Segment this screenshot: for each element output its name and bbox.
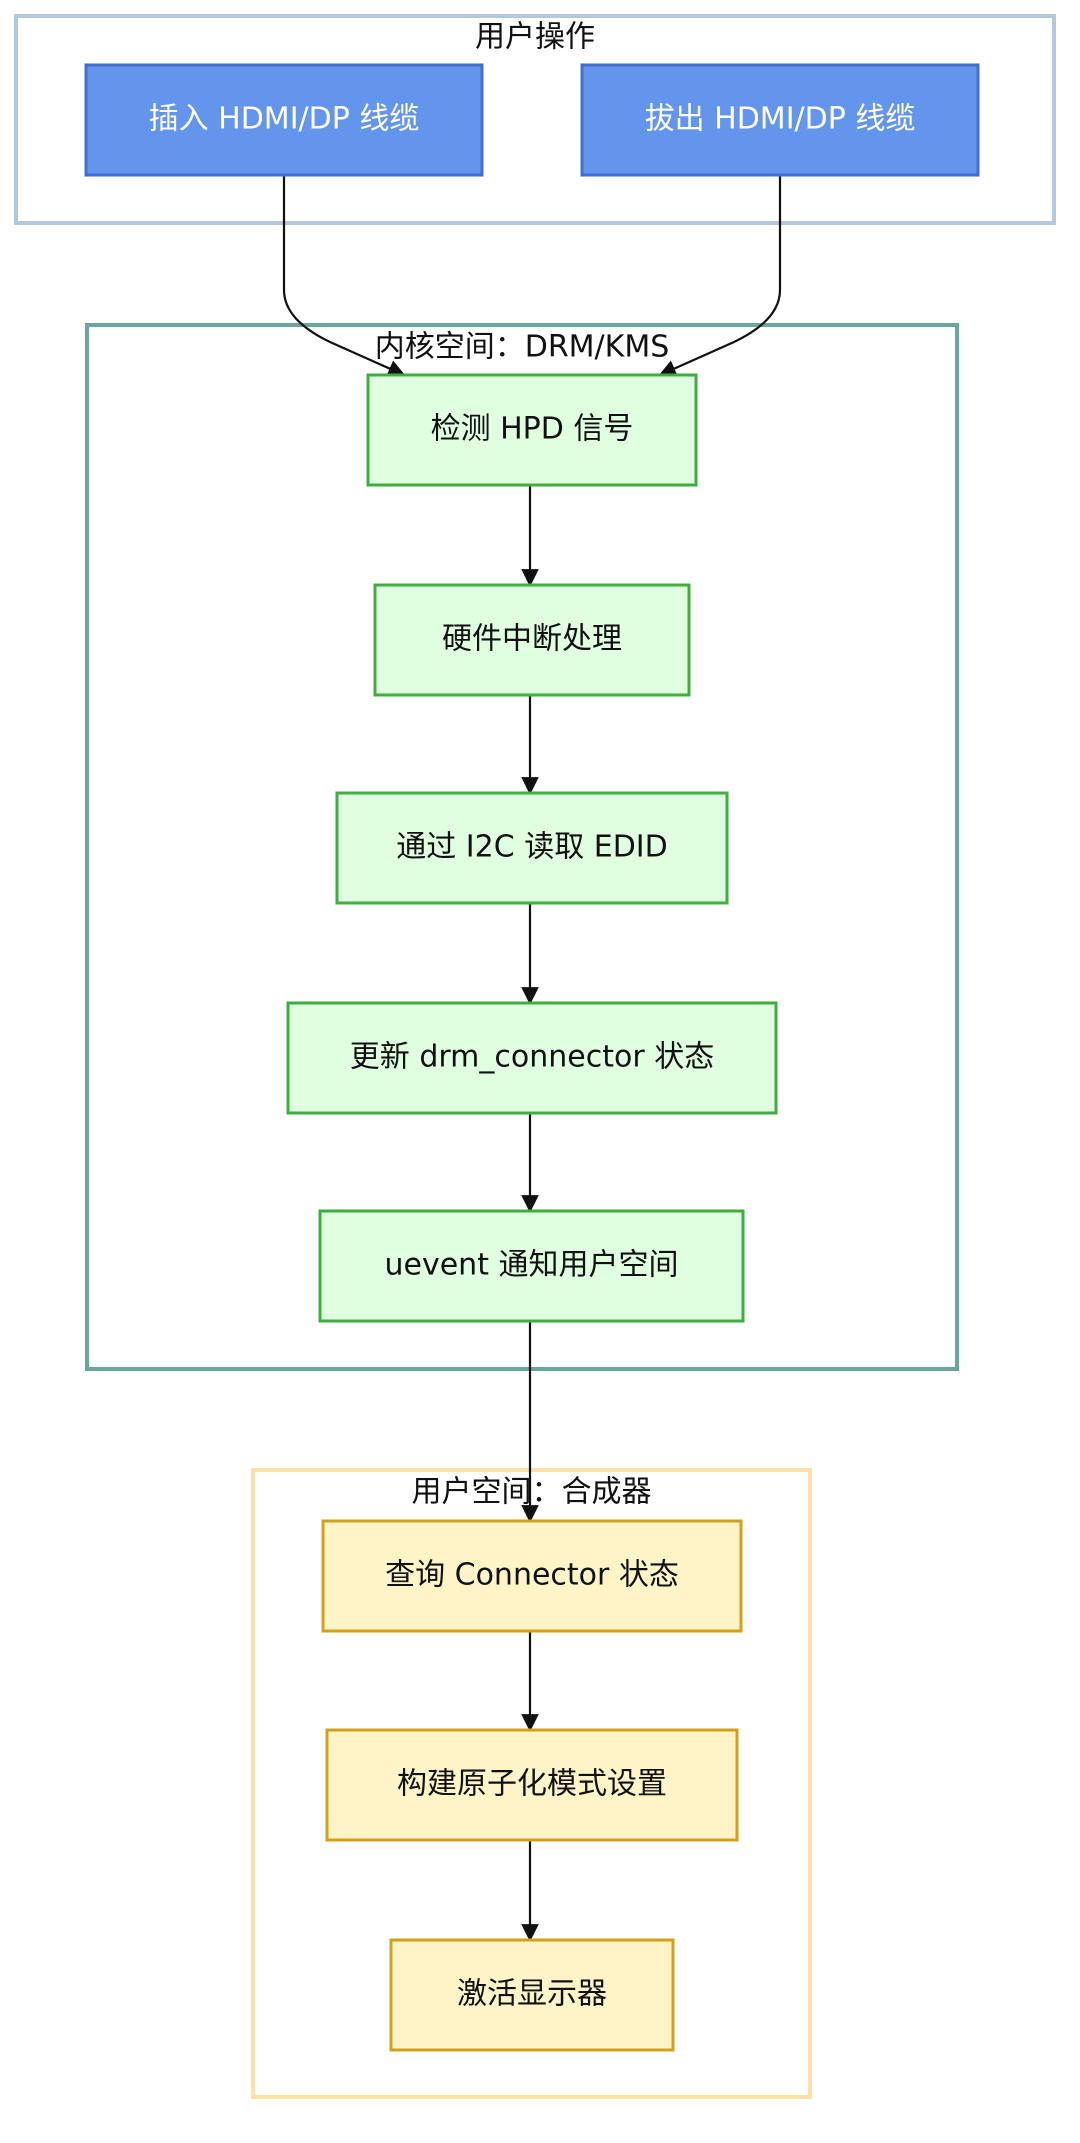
- node-box-uevent: [318, 1209, 745, 1323]
- cluster-label-kernel: 内核空间：DRM/KMS: [375, 330, 670, 365]
- node-label-hw-irq: 硬件中断处理: [442, 622, 622, 657]
- node-update-connector: 更新 drm_connector 状态: [286, 1001, 778, 1115]
- node-query-connector: 查询 Connector 状态: [321, 1519, 743, 1633]
- node-box-query-connector: [321, 1519, 743, 1633]
- cluster-user-op: [14, 14, 1056, 225]
- cluster-compositor: [251, 1468, 812, 2099]
- node-box-hw-irq: [373, 583, 691, 697]
- node-label-uevent: uevent 通知用户空间: [385, 1248, 679, 1283]
- node-uevent: uevent 通知用户空间: [318, 1209, 745, 1323]
- node-detect-hpd: 检测 HPD 信号: [366, 373, 698, 487]
- node-label-plug-in: 插入 HDMI/DP 线缆: [149, 102, 420, 137]
- node-plug-out: 拔出 HDMI/DP 线缆: [580, 63, 980, 177]
- node-box-plug-out: [580, 63, 980, 177]
- node-label-activate-display: 激活显示器: [457, 1977, 607, 2012]
- node-box-read-edid: [335, 791, 729, 905]
- node-read-edid: 通过 I2C 读取 EDID: [335, 791, 729, 905]
- node-label-plug-out: 拔出 HDMI/DP 线缆: [645, 102, 916, 137]
- node-box-update-connector: [286, 1001, 778, 1115]
- node-label-query-connector: 查询 Connector 状态: [385, 1558, 679, 1593]
- node-box-detect-hpd: [366, 373, 698, 487]
- node-hw-irq: 硬件中断处理: [373, 583, 691, 697]
- node-label-update-connector: 更新 drm_connector 状态: [350, 1040, 714, 1075]
- cluster-label-compositor: 用户空间：合成器: [412, 1475, 652, 1510]
- cluster-kernel: [85, 323, 959, 1371]
- node-label-detect-hpd: 检测 HPD 信号: [431, 412, 634, 447]
- node-box-activate-display: [389, 1938, 675, 2052]
- edge-plug-in-to-detect-hpd: [282, 175, 406, 377]
- edge-plug-out-to-detect-hpd: [658, 175, 782, 377]
- node-box-atomic-modeset: [325, 1728, 739, 1842]
- node-box-plug-in: [84, 63, 484, 177]
- cluster-label-user-op: 用户操作: [475, 20, 595, 55]
- node-atomic-modeset: 构建原子化模式设置: [325, 1728, 739, 1842]
- node-label-read-edid: 通过 I2C 读取 EDID: [396, 830, 668, 865]
- node-activate-display: 激活显示器: [389, 1938, 675, 2052]
- node-label-atomic-modeset: 构建原子化模式设置: [397, 1767, 667, 1802]
- node-plug-in: 插入 HDMI/DP 线缆: [84, 63, 484, 177]
